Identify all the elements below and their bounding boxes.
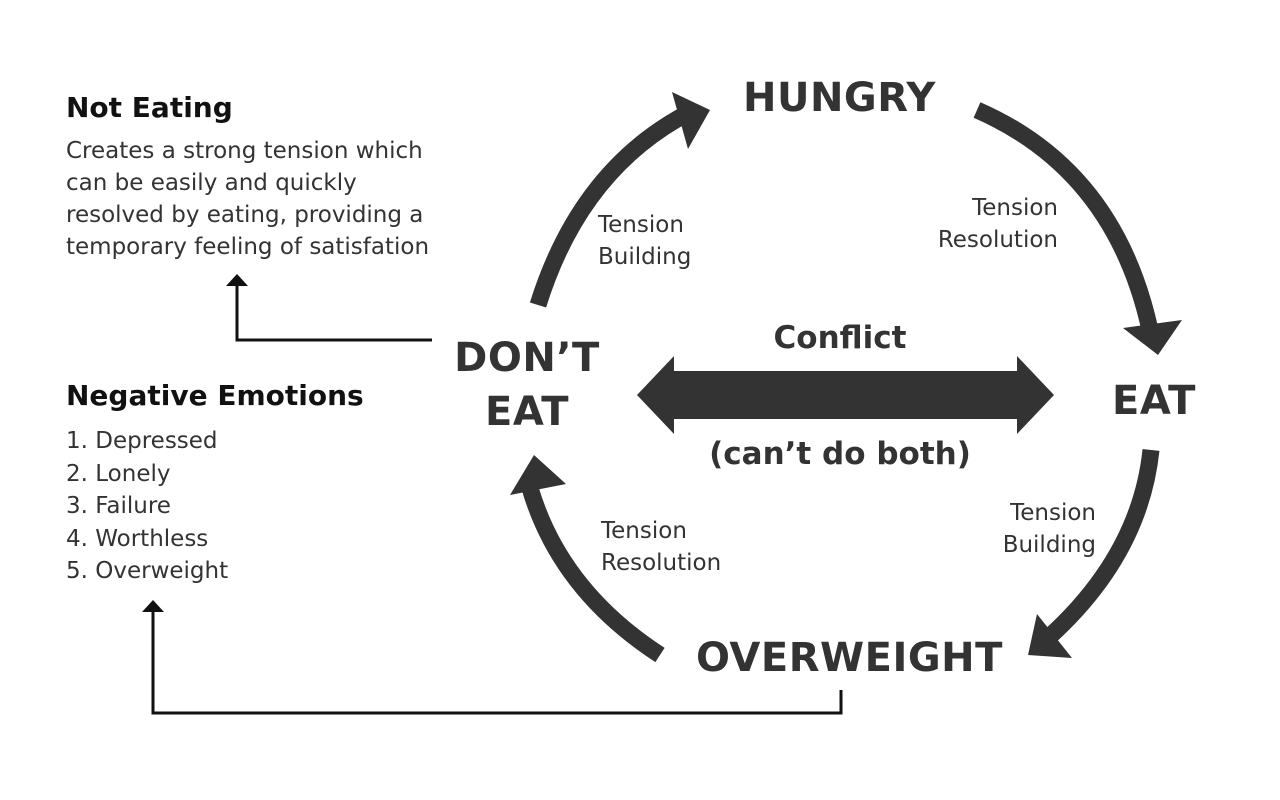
connectors [151, 282, 843, 715]
negative-emotions-title: Negative Emotions [66, 379, 364, 412]
cycle-arrowheads [510, 92, 1182, 658]
conflict-double-arrow [637, 356, 1054, 434]
arrowhead-to-eat [1123, 320, 1182, 355]
edge-label-dont-eat-to-hungry: Tension Building [598, 212, 692, 270]
not-eating-description: Creates a strong tension which can be ea… [66, 135, 429, 263]
negative-emotion-item: 1. Depressed [66, 428, 218, 454]
edge-label-eat-to-overweight: Tension Building [1002, 500, 1096, 558]
arrow-overweight-to-dont-eat [521, 485, 665, 663]
arrowhead-to-negative-emotions [142, 600, 164, 612]
negative-emotion-item: 2. Lonely [66, 460, 171, 487]
node-dont-eat-line2: EAT [485, 389, 569, 435]
not-eating-line-4: temporary feeling of satisfation [66, 234, 430, 260]
arrow-dont-eat-to-hungry [529, 105, 692, 308]
node-dont-eat: DON’T EAT [452, 331, 602, 439]
negative-emotion-item: 5. Overweight [66, 558, 229, 584]
connector-overweight-to-negative-emotions [151, 608, 843, 715]
conflict-subtitle: (can’t do both) [709, 436, 971, 472]
arrowhead-to-dont-eat [510, 455, 566, 495]
arrowhead-to-hungry [672, 92, 710, 149]
connector-arrowheads [142, 274, 248, 612]
negative-emotions-list: 1. Depressed 2. Lonely 3. Failure 4. Wor… [66, 425, 228, 588]
not-eating-line-1: Creates a strong tension which [66, 138, 423, 164]
node-overweight: OVERWEIGHT [696, 635, 1003, 681]
arrowhead-to-not-eating [226, 274, 248, 286]
node-dont-eat-line1: DON’T [454, 335, 600, 381]
arrow-hungry-to-eat [973, 102, 1159, 332]
arrow-eat-to-overweight [1042, 449, 1160, 645]
arrowhead-to-overweight [1028, 614, 1072, 658]
node-hungry: HUNGRY [743, 75, 936, 121]
not-eating-line-2: can be easily and quickly [66, 170, 357, 196]
not-eating-line-3: resolved by eating, providing a [66, 202, 424, 228]
cycle-arrows [521, 102, 1160, 663]
connector-dont-eat-to-not-eating [235, 282, 432, 342]
negative-emotion-item: 3. Failure [66, 493, 171, 519]
edge-label-hungry-to-eat: Tension Resolution [937, 195, 1058, 253]
negative-emotion-item: 4. Worthless [66, 525, 209, 552]
conflict-title: Conflict [773, 320, 907, 356]
node-eat: EAT [1112, 378, 1196, 424]
not-eating-title: Not Eating [66, 91, 233, 124]
edge-label-overweight-to-dont-eat: Tension Resolution [601, 518, 722, 576]
